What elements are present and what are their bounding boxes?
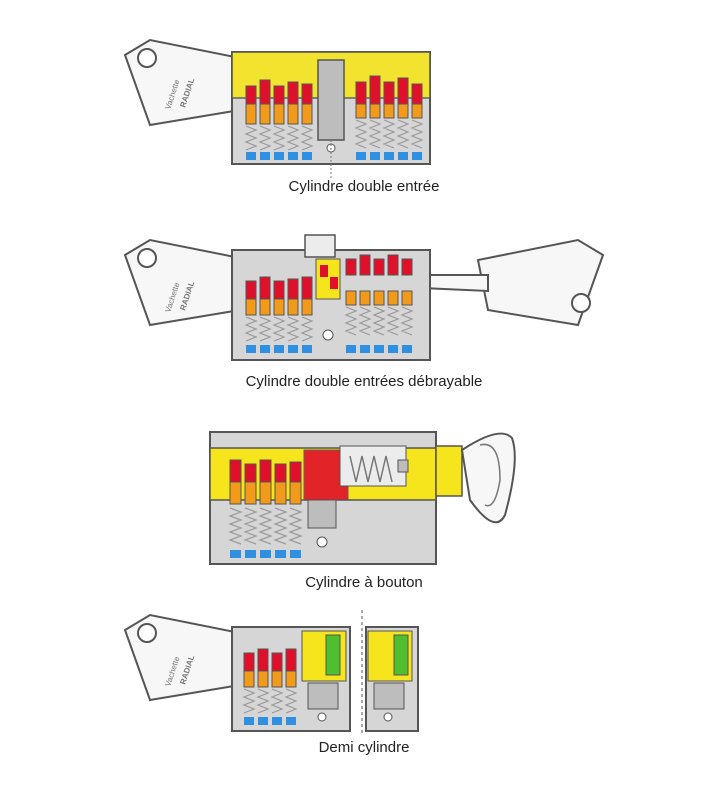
cylinder-illustration: Vachette RADIAL (123, 234, 605, 361)
diagram-double-entree: Vachette RADIAL (0, 0, 728, 205)
cylinder-illustration: Vachette RADIAL (123, 610, 419, 733)
pin-stack (242, 648, 298, 725)
cam-assembly-left (301, 630, 347, 722)
diagram-debrayable: Vachette RADIAL (0, 225, 728, 395)
diagram-demi-cylindre: Vachette RADIAL (0, 605, 728, 780)
pin-stack-left (244, 276, 314, 353)
cam-assembly-right (365, 626, 419, 732)
cylinder-illustration: Vachette RADIAL (123, 38, 431, 180)
caption-demi-cylindre: Demi cylindre (318, 739, 410, 756)
caption-bouton: Cylindre à bouton (305, 574, 423, 591)
cylinder-illustration (209, 431, 516, 565)
caption-double-entree: Cylindre double entrée (288, 178, 440, 195)
pin-stack-left (244, 79, 314, 160)
knob (435, 432, 516, 524)
clutch-spring (303, 445, 409, 501)
cam (317, 59, 345, 141)
diagram-bouton: Cylindre à bouton (0, 420, 728, 600)
cam (307, 499, 337, 529)
caption-debrayable: Cylindre double entrées débrayable (245, 373, 483, 390)
clutch (315, 258, 341, 341)
pin-stack-right (354, 75, 424, 160)
pin-stack-right (344, 254, 414, 353)
pin-stack (228, 459, 303, 558)
